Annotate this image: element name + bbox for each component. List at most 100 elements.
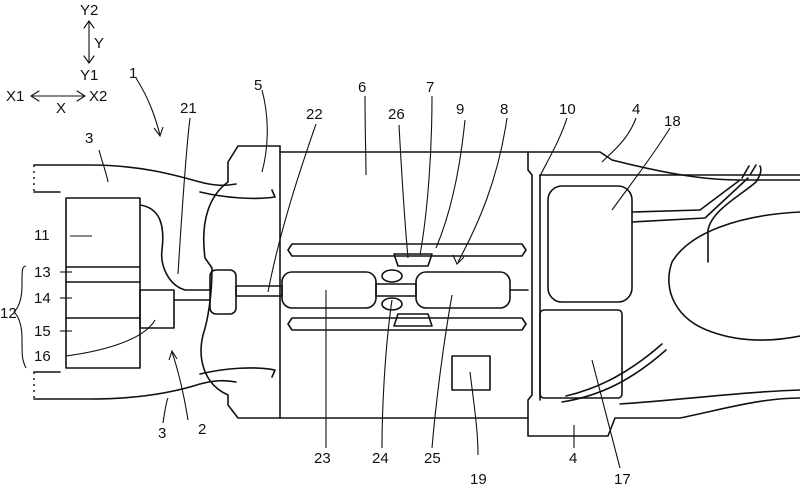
coupling-24: [375, 283, 417, 297]
joint-26-lower: [381, 297, 403, 311]
label-18: 18: [664, 113, 681, 130]
label-16: 16: [34, 348, 51, 365]
label-11: 11: [34, 227, 50, 244]
leader-26: [398, 124, 409, 259]
leader-25: [431, 294, 453, 449]
leader-8: [457, 117, 508, 263]
cross-member-outline: [200, 145, 281, 419]
label-15: 15: [34, 323, 51, 340]
front-side-frames: [33, 164, 276, 400]
label-22: 22: [306, 106, 323, 123]
x2-arrowhead: [76, 90, 87, 102]
label-14: 14: [34, 290, 51, 307]
rail-lower: [287, 317, 527, 331]
label-24: 24: [372, 450, 389, 467]
leader-22: [267, 123, 317, 293]
label-6: 6: [358, 79, 366, 96]
label-26: 26: [388, 106, 405, 123]
motor-23: [281, 271, 377, 309]
label-12: 12: [0, 305, 17, 322]
pipe-b: [631, 177, 749, 223]
brace-12: [13, 265, 27, 369]
lower-frame-tip: [199, 367, 276, 378]
label-25: 25: [424, 450, 441, 467]
leader-3-bottom: [162, 397, 169, 424]
label-9: 9: [456, 101, 464, 118]
leader-7: [419, 95, 433, 256]
leader-3-top: [98, 149, 109, 183]
pipe-ends: [741, 164, 757, 179]
leader-1: [135, 77, 161, 136]
axis-label-x2: X2: [89, 88, 107, 105]
leader-2: [171, 351, 189, 421]
bracket-21-upper: [139, 204, 211, 291]
leader-21: [177, 117, 191, 275]
leader-10: [539, 117, 568, 177]
tank-17: [539, 309, 623, 399]
tank-18: [547, 185, 633, 303]
controller-box-16: [139, 289, 175, 329]
axis-label-y: Y: [94, 35, 104, 52]
axis-label-y2: Y2: [80, 2, 98, 19]
axis-indicator: Y2 Y Y1 X1 X X2: [6, 2, 107, 117]
x1-arrowhead: [29, 90, 40, 102]
rear-floor-outline: [527, 151, 800, 437]
label-4-bottom: 4: [569, 450, 577, 467]
unit-housing: [65, 197, 141, 369]
label-3-bottom: 3: [158, 425, 166, 442]
axis-label-x: X: [56, 100, 66, 117]
leader-17: [591, 359, 621, 469]
drive-shaft-assembly: [235, 269, 529, 311]
reference-numerals: 1 3 21 5 22 6 7 26 9 8 10 4 18 11 13 12 …: [0, 65, 681, 488]
rear-frame-lower-4: [619, 389, 800, 405]
label-21: 21: [180, 100, 197, 117]
leader-1-arrow: [153, 126, 164, 138]
floor-tunnel: [279, 151, 529, 419]
spare-wheel-well: [668, 211, 800, 341]
shaft-22: [235, 285, 283, 297]
rail-upper-9: [287, 243, 527, 257]
component-19: [451, 355, 491, 391]
leader-2-arrow: [168, 349, 178, 361]
leader-8-arrow: [452, 254, 465, 265]
y1-arrowhead: [83, 55, 95, 64]
label-5: 5: [254, 77, 262, 94]
label-8: 8: [500, 101, 508, 118]
leader-5: [261, 89, 268, 173]
leader-4-top: [601, 117, 637, 163]
drive-unit-21: [209, 269, 237, 315]
label-3-top: 3: [85, 130, 93, 147]
label-17: 17: [614, 471, 631, 488]
label-19: 19: [470, 471, 487, 488]
lower-frame-outer: [33, 379, 237, 400]
pipe-17-top: [565, 343, 663, 397]
rear-frame-upper-4: [527, 151, 800, 181]
axis-label-x1: X1: [6, 88, 24, 105]
leader-19: [469, 371, 479, 456]
leader-6: [364, 95, 367, 176]
label-1: 1: [129, 65, 137, 82]
label-7: 7: [426, 79, 434, 96]
clamp-7-lower: [393, 313, 433, 327]
pipe-c: [707, 165, 762, 263]
axis-label-y1: Y1: [80, 67, 98, 84]
leader-16: [65, 319, 156, 357]
clamp-7-upper: [393, 253, 433, 267]
label-23: 23: [314, 450, 331, 467]
motor-25: [415, 271, 511, 309]
upper-frame-outer: [33, 164, 237, 187]
label-13: 13: [34, 264, 51, 281]
rear-section: [527, 151, 800, 437]
leader-9: [435, 119, 466, 249]
pipe-a: [631, 179, 741, 213]
label-10: 10: [559, 101, 576, 118]
pipe-17-bottom: [561, 349, 667, 403]
leader-24: [381, 299, 393, 449]
upper-frame-tip: [199, 189, 276, 200]
leader-lines: [13, 77, 671, 469]
label-2: 2: [198, 421, 206, 438]
electric-unit-stack: [65, 197, 237, 369]
front-cross-member: [200, 145, 281, 419]
